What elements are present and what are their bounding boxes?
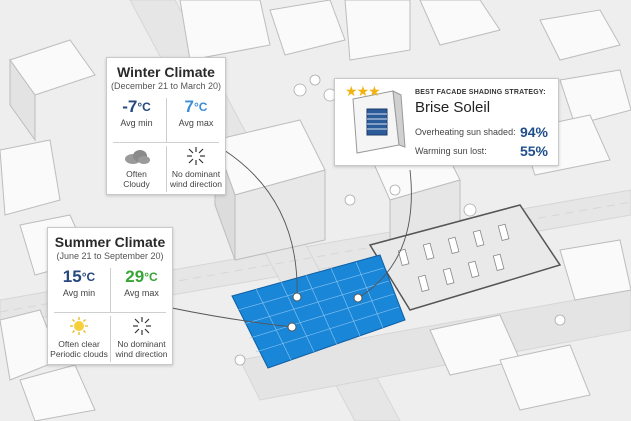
- metric-row: Overheating sun shaded: 94%: [415, 124, 548, 140]
- wind-text-line2: wind direction: [170, 179, 222, 189]
- metric-label: Overheating sun shaded:: [415, 127, 516, 137]
- sun-icon: [70, 317, 88, 335]
- summer-climate-card: Summer Climate (June 21 to September 20)…: [47, 227, 173, 365]
- brise-soleil-illustration: [352, 90, 406, 154]
- site-solar-grid: [231, 254, 406, 369]
- star-icon: ★: [368, 83, 381, 99]
- wind-converge-icon: [187, 147, 205, 165]
- temp-unit: °C: [137, 100, 151, 114]
- sky-text-line1: Often clear: [58, 339, 100, 349]
- sky-text-line1: Often: [126, 169, 147, 179]
- metric-value: 55%: [519, 143, 548, 159]
- temp-unit: °C: [144, 270, 158, 284]
- rating-stars: ★★★: [345, 83, 381, 100]
- star-icon: ★: [345, 83, 358, 99]
- metric-value: 94%: [519, 124, 548, 140]
- trees: [234, 74, 566, 366]
- temp-value: -7: [122, 97, 138, 116]
- parking-lot: [368, 204, 562, 311]
- wind-text-line1: No dominant: [171, 169, 221, 179]
- sky-text-line2: Periodic clouds: [50, 349, 108, 359]
- metric-row: Warming sun lost: 55%: [415, 143, 548, 159]
- temp-value: 15: [62, 267, 82, 286]
- card-title: Brise Soleil: [415, 99, 491, 116]
- temp-unit: °C: [194, 100, 208, 114]
- callout-points: [287, 292, 363, 332]
- temp-value: 29: [125, 267, 145, 286]
- cloud-icon: [124, 150, 150, 164]
- winter-climate-card: Winter Climate (December 21 to March 20)…: [106, 57, 226, 195]
- wind-converge-icon: [132, 317, 151, 335]
- temp-unit: °C: [81, 270, 96, 284]
- metric-label: Warming sun lost:: [415, 146, 487, 156]
- wind-text-line1: No dominant: [117, 339, 166, 349]
- card-subtitle: (June 21 to September 20): [56, 251, 164, 261]
- temp-label: Avg min: [62, 288, 96, 298]
- avg-min-temp: -7°C Avg min: [107, 98, 166, 142]
- avg-min-temp: 15°C Avg min: [48, 268, 110, 312]
- star-icon: ★: [356, 83, 370, 99]
- leader-lines: [171, 149, 412, 328]
- card-subtitle: (December 21 to March 20): [110, 81, 222, 91]
- card-title: Winter Climate: [117, 64, 215, 80]
- temp-label: Avg max: [178, 118, 214, 128]
- wind-text-line2: wind direction: [115, 349, 168, 359]
- avg-max-temp: 7°C Avg max: [166, 98, 225, 142]
- facade-strategy-card: ★★★ BEST FACADE SHADING STRATEGY: Brise …: [334, 78, 559, 166]
- temp-label: Avg min: [120, 118, 153, 128]
- temp-value: 7: [184, 97, 194, 116]
- card-eyebrow: BEST FACADE SHADING STRATEGY:: [415, 89, 546, 96]
- avg-max-temp: 29°C Avg max: [110, 268, 172, 312]
- sky-text-line2: Cloudy: [123, 179, 150, 189]
- card-title: Summer Climate: [54, 234, 166, 250]
- temp-label: Avg max: [124, 288, 159, 298]
